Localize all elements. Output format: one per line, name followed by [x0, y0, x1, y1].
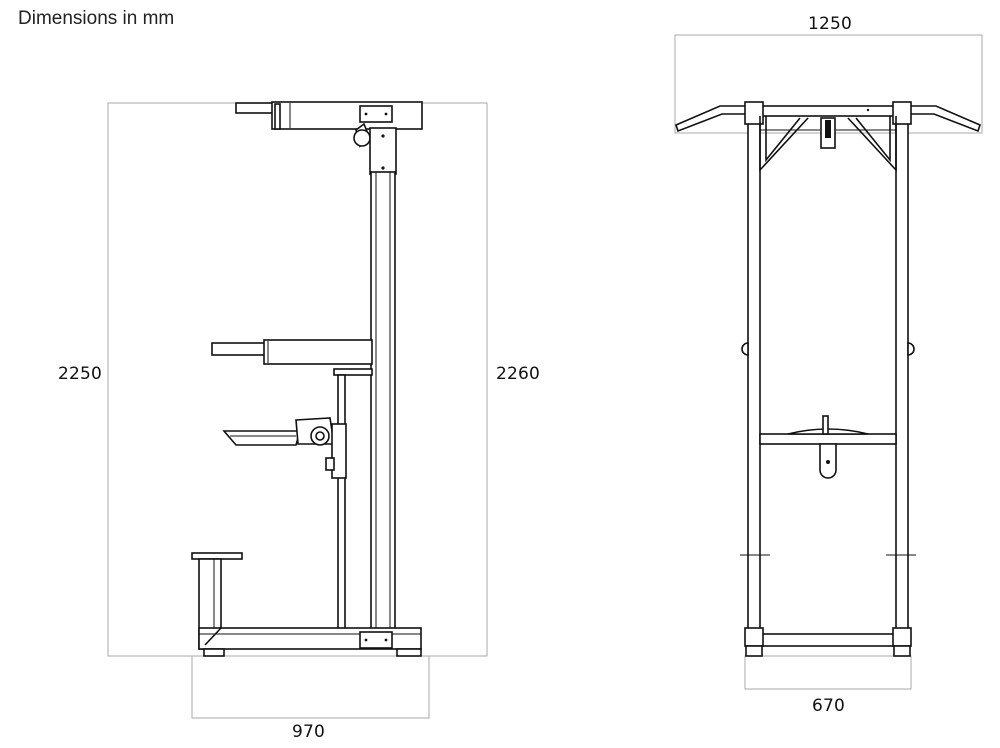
front-carriage-bar — [759, 433, 897, 445]
front-base-dimension-box — [744, 655, 912, 690]
front-top-width-label: 1250 — [808, 14, 853, 34]
pulley-wheel — [353, 129, 371, 147]
dip-handle — [211, 342, 267, 356]
right-gusset — [847, 116, 897, 173]
left-gusset — [759, 116, 809, 173]
front-base-crossbar — [759, 633, 897, 647]
front-top-crossbar — [747, 105, 909, 117]
base-mount-plate — [359, 631, 393, 649]
guide-rod — [337, 374, 346, 633]
side-height-right-label: 2260 — [496, 364, 541, 384]
knee-pad — [222, 430, 302, 446]
top-mount-plate — [359, 105, 393, 123]
base-foot-front — [203, 648, 225, 657]
base-foot-rear — [396, 648, 422, 657]
top-crossbar-cap — [274, 103, 281, 130]
guide-bracket — [333, 368, 373, 376]
side-depth-label: 970 — [292, 722, 326, 742]
pullup-handle-right — [907, 105, 981, 133]
side-depth-dimension-box — [191, 655, 430, 719]
right-foot-block — [892, 627, 912, 647]
top-handle-tube — [235, 102, 275, 114]
top-crossbar — [271, 101, 423, 130]
left-foot — [745, 645, 763, 657]
side-view — [107, 101, 488, 719]
front-base-width-label: 670 — [812, 696, 846, 716]
carriage-pin — [325, 457, 335, 471]
dip-knob-left — [741, 342, 749, 356]
side-height-dimension-box — [107, 102, 488, 657]
right-foot — [893, 645, 911, 657]
right-upright — [895, 113, 909, 633]
left-foot-block — [744, 627, 764, 647]
carriage-sleeve — [331, 423, 347, 479]
pullup-handle-left — [675, 105, 749, 133]
dip-arm — [263, 339, 373, 365]
dimensions-heading: Dimensions in mm — [18, 8, 175, 29]
front-view — [674, 34, 983, 690]
step-plate — [191, 552, 243, 560]
left-upright — [747, 113, 761, 633]
dip-knob-right — [907, 342, 915, 356]
right-upright-cap — [892, 101, 912, 125]
main-upright — [370, 171, 396, 633]
left-upright-cap — [744, 101, 764, 125]
side-height-left-label: 2250 — [58, 364, 103, 384]
